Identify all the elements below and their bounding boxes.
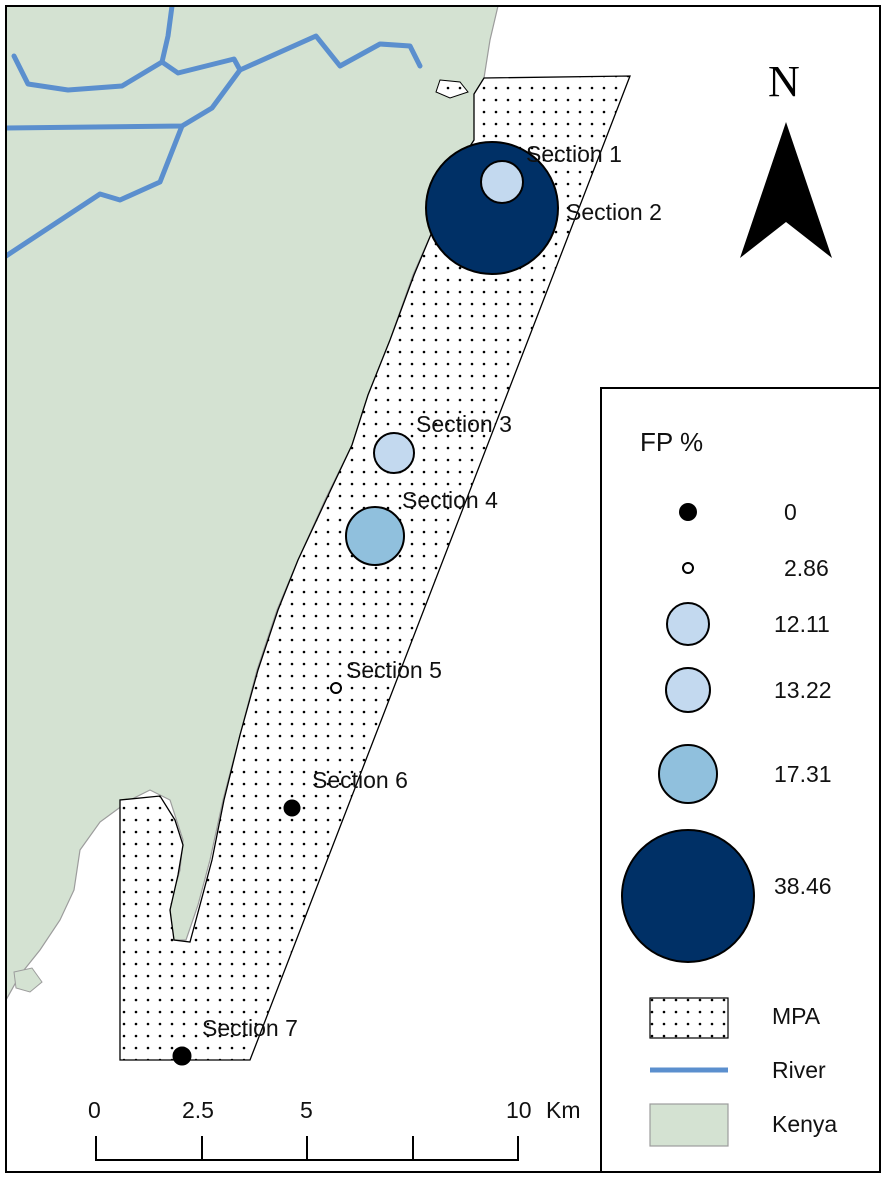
legend-symbol-0 bbox=[679, 503, 697, 521]
legend-mpa-label: MPA bbox=[772, 1003, 821, 1029]
legend-frame bbox=[600, 387, 881, 1173]
section-4-label: Section 4 bbox=[402, 487, 498, 513]
mpa-area bbox=[119, 75, 631, 1061]
north-arrow: N bbox=[740, 57, 832, 258]
scale-tick-0: 0 bbox=[88, 1097, 101, 1123]
legend-kenya-label: Kenya bbox=[772, 1111, 837, 1137]
scale-bar: 0 2.5 5 10 Km bbox=[88, 1097, 581, 1161]
north-label: N bbox=[768, 57, 800, 106]
legend-label-12-11: 12.11 bbox=[774, 611, 830, 637]
section-7-circle[interactable] bbox=[172, 1046, 192, 1066]
north-arrow-icon bbox=[740, 122, 832, 258]
river-line bbox=[237, 33, 423, 73]
legend-symbol-13-22 bbox=[665, 667, 711, 713]
legend-title: FP % bbox=[640, 427, 703, 457]
section-1-label: Section 1 bbox=[526, 141, 622, 167]
scale-unit: Km bbox=[546, 1097, 581, 1123]
scale-tick-10: 10 bbox=[506, 1097, 532, 1123]
island bbox=[13, 967, 43, 993]
section-2-label: Section 2 bbox=[566, 199, 662, 225]
legend-symbol-38-46 bbox=[621, 829, 755, 963]
section-markers bbox=[172, 141, 559, 1066]
section-5-circle[interactable] bbox=[330, 682, 342, 694]
legend-symbol-2-86 bbox=[682, 562, 694, 574]
section-6-circle[interactable] bbox=[283, 799, 301, 817]
river-line bbox=[6, 53, 243, 131]
rivers bbox=[6, 6, 423, 259]
legend-mpa-swatch bbox=[649, 997, 729, 1039]
legend-label-0: 0 bbox=[784, 499, 797, 525]
section-7-label: Section 7 bbox=[202, 1015, 298, 1041]
scale-tick-2-5: 2.5 bbox=[182, 1097, 214, 1123]
section-3-label: Section 3 bbox=[416, 411, 512, 437]
legend-label-38-46: 38.46 bbox=[774, 873, 832, 899]
legend-label-17-31: 17.31 bbox=[774, 761, 832, 787]
section-4-circle[interactable] bbox=[345, 506, 405, 566]
scale-tick-5: 5 bbox=[300, 1097, 313, 1123]
river-line bbox=[159, 6, 175, 65]
legend-river-label: River bbox=[772, 1057, 826, 1083]
section-1-circle[interactable] bbox=[480, 160, 524, 204]
legend-label-2-86: 2.86 bbox=[784, 555, 829, 581]
map-border bbox=[5, 5, 881, 1173]
section-3-circle[interactable] bbox=[373, 432, 415, 474]
river-line bbox=[6, 123, 185, 259]
inlet bbox=[435, 79, 469, 99]
legend-symbol-17-31 bbox=[658, 744, 718, 804]
section-6-label: Section 6 bbox=[312, 767, 408, 793]
legend-label-13-22: 13.22 bbox=[774, 677, 832, 703]
section-2-circle[interactable] bbox=[425, 141, 559, 275]
legend-kenya-swatch bbox=[649, 1103, 729, 1147]
section-5-label: Section 5 bbox=[346, 657, 442, 683]
legend-symbol-12-11 bbox=[666, 602, 710, 646]
legend: FP % 0 2.86 12.11 13.22 17.31 38.46 MPA … bbox=[600, 387, 881, 1173]
